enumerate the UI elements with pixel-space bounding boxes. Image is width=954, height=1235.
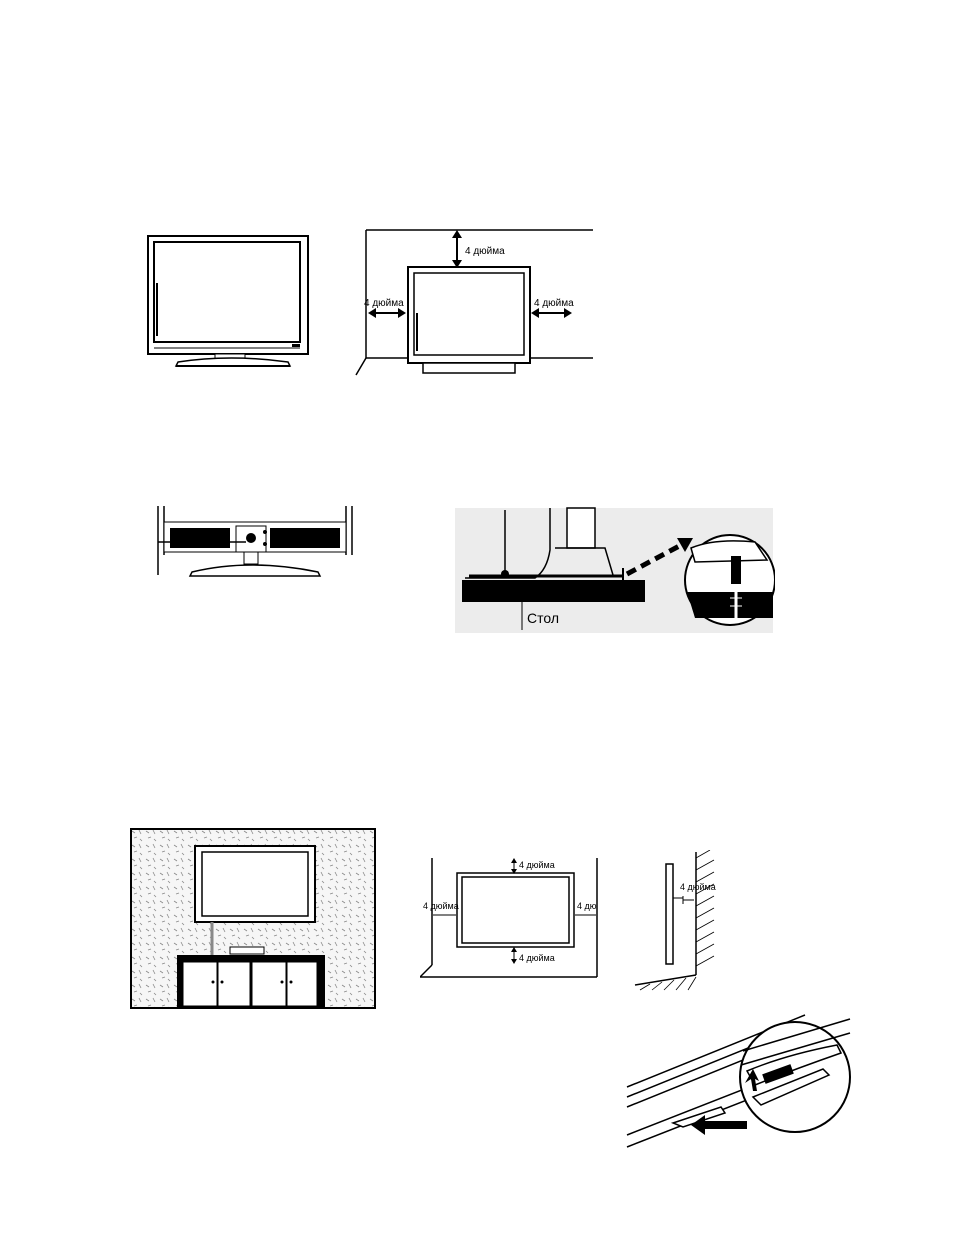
label-wall-inch-left: 4 дюйма: [423, 901, 459, 911]
label-table: Стол: [527, 610, 559, 626]
bracket-slide-detail: [625, 1005, 855, 1165]
tv-front-illustration: [140, 228, 320, 378]
label-inch-right: 4 дюйма: [534, 298, 574, 309]
label-inch-left: 4 дюйма: [364, 298, 404, 309]
wall-clearance-front-diagram: 4 дюйма 4 дюйма 4 дю 4 дюйма: [420, 855, 602, 983]
label-inch-top: 4 дюйма: [465, 246, 505, 257]
wall-mounted-tv-scene: [130, 828, 376, 1010]
label-wall-inch-bottom: 4 дюйма: [519, 953, 555, 963]
label-wall-inch-top: 4 дюйма: [519, 860, 555, 870]
stand-mounting-diagram: Стол: [455, 500, 775, 635]
tv-clearance-diagram: 4 дюйма 4 дюйма 4 дюйма: [350, 225, 600, 380]
tv-rear-illustration: [150, 500, 360, 582]
wall-clearance-side-diagram: 4 дюйма: [630, 850, 725, 992]
label-side-inch: 4 дюйма: [680, 882, 716, 892]
label-wall-inch-right: 4 дю: [577, 901, 597, 911]
